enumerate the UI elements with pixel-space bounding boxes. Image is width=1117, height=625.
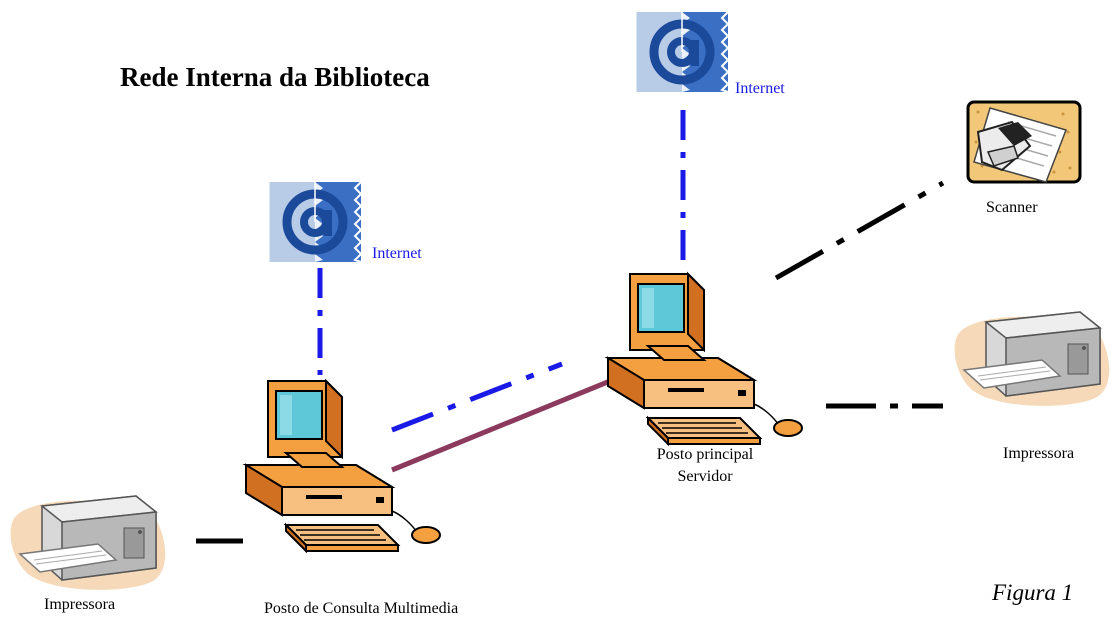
scanner-icon <box>966 100 1082 184</box>
multimedia-label: Posto de Consulta Multimedia <box>264 600 459 617</box>
internet-at-icon <box>636 12 728 92</box>
link-multimedia-server-lan <box>391 378 611 473</box>
link-server-scanner <box>774 180 945 281</box>
internet-left-label: Internet <box>372 245 422 262</box>
internet-at-icon <box>269 182 361 262</box>
server-label-line1: Posto principal <box>656 446 754 463</box>
diagram-title: Rede Interna da Biblioteca <box>120 62 430 92</box>
link-multimedia-server-internet <box>391 361 563 433</box>
computer-icon <box>607 273 803 445</box>
server-label: Posto principal Servidor <box>640 444 770 488</box>
printer-icon <box>9 495 167 591</box>
printer-left-label: Impressora <box>44 596 116 613</box>
scanner-label: Scanner <box>986 199 1038 216</box>
figure-caption: Figura 1 <box>992 580 1074 605</box>
internet-top-label: Internet <box>735 80 785 97</box>
computer-icon <box>245 380 441 552</box>
printer-right-label: Impressora <box>1003 445 1075 462</box>
server-label-line2: Servidor <box>677 468 733 485</box>
printer-icon <box>953 311 1111 407</box>
